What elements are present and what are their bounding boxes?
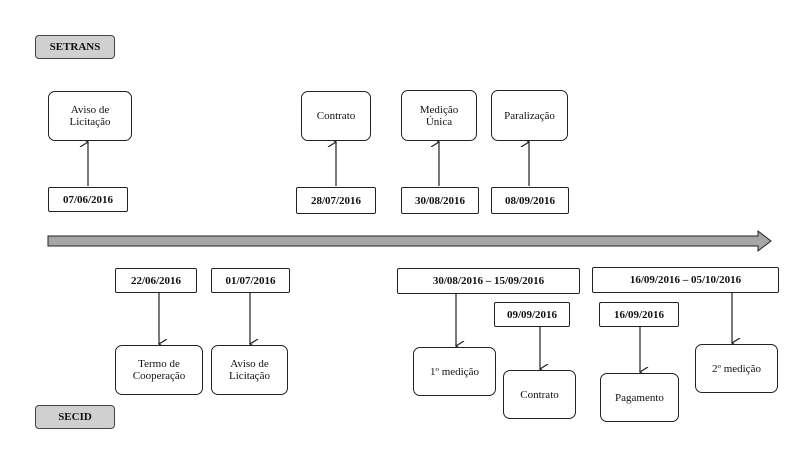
secid-date-1: 22/06/2016: [115, 268, 197, 293]
secid-date-5: 16/09/2016: [599, 302, 679, 327]
secid-event-4: Contrato: [503, 370, 576, 419]
secid-date-3: 30/08/2016 – 15/09/2016: [397, 268, 580, 294]
secid-date-6: 16/09/2016 – 05/10/2016: [592, 267, 779, 293]
setrans-event-2: Contrato: [301, 91, 371, 141]
setrans-event-1: Aviso de Licitação: [48, 91, 132, 141]
setrans-date-4: 08/09/2016: [491, 187, 569, 214]
secid-event-2: Aviso de Licitação: [211, 345, 288, 395]
secid-event-1: Termo de Cooperação: [115, 345, 203, 395]
setrans-date-3: 30/08/2016: [401, 187, 479, 214]
secid-date-4: 09/09/2016: [494, 302, 570, 327]
setrans-event-3: Medição Única: [401, 90, 477, 141]
setrans-event-4: Paralização: [491, 90, 568, 141]
secid-event-5: Pagamento: [600, 373, 679, 422]
secid-date-2: 01/07/2016: [211, 268, 290, 293]
secid-event-6: 2º medição: [695, 344, 778, 393]
secid-event-3: 1º medição: [413, 347, 496, 396]
label-secid: SECID: [35, 405, 115, 429]
setrans-date-1: 07/06/2016: [48, 187, 128, 212]
label-setrans: SETRANS: [35, 35, 115, 59]
timeline-arrow: [47, 229, 772, 253]
setrans-date-2: 28/07/2016: [296, 187, 376, 214]
